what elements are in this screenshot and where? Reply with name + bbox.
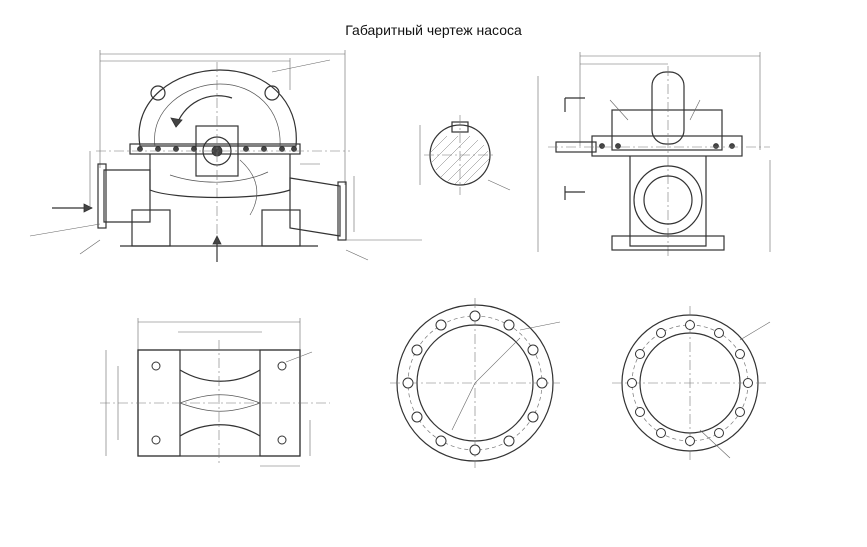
discharge-flange — [337, 181, 347, 241]
leader-line — [487, 179, 511, 191]
base-plate — [611, 235, 725, 251]
leader-line — [271, 59, 331, 73]
discharge-flange-outer — [633, 165, 703, 235]
leader-line — [285, 351, 313, 363]
volute-casing — [138, 69, 297, 147]
lower-casing-rib — [169, 171, 269, 183]
front-view — [29, 50, 422, 262]
leader-line — [699, 429, 731, 459]
lower-body — [629, 156, 707, 247]
bearing-bracket-block — [611, 109, 723, 151]
leader-line — [609, 99, 629, 121]
suction-arrow-head — [83, 203, 93, 213]
flange-bolts — [137, 146, 297, 152]
discharge-flange-bolt-holes — [627, 320, 753, 446]
leader-line — [79, 239, 101, 255]
leader-line — [345, 249, 369, 261]
section-hatching — [430, 135, 490, 185]
lifting-eye-right — [264, 85, 280, 101]
discharge-branch — [289, 177, 341, 237]
anchor-holes — [151, 361, 287, 445]
support-foot-right — [261, 209, 301, 247]
plan-view-a — [100, 318, 330, 467]
leader-line — [689, 99, 701, 121]
suction-flange — [97, 163, 107, 229]
leader-line — [29, 223, 101, 237]
discharge-channel-line — [239, 159, 258, 216]
side-view — [537, 52, 771, 256]
view-a-arrow-head — [212, 235, 222, 245]
casing-contour-upper — [179, 369, 261, 382]
flange-view-b — [390, 298, 561, 468]
casing-contour-lower — [179, 424, 261, 437]
lower-casing — [149, 154, 291, 199]
flange-view-v — [612, 306, 771, 460]
rotation-direction-arc — [175, 95, 233, 128]
side-flange — [591, 135, 743, 157]
radius-line — [474, 337, 521, 384]
rotation-arrow-head — [170, 117, 183, 128]
lifting-eye-left — [150, 85, 166, 101]
suction-flange-bolt-holes — [402, 310, 548, 456]
drawing-title: Габаритный чертеж насоса — [345, 22, 522, 38]
suction-branch — [103, 169, 151, 223]
leader-line — [519, 321, 561, 331]
radius-line — [451, 382, 476, 431]
section-shaft-key — [419, 115, 511, 195]
discharge-bore — [643, 175, 693, 225]
casing-contour-inner — [179, 394, 262, 412]
leader-line — [739, 321, 771, 341]
support-foot-left — [131, 209, 171, 247]
